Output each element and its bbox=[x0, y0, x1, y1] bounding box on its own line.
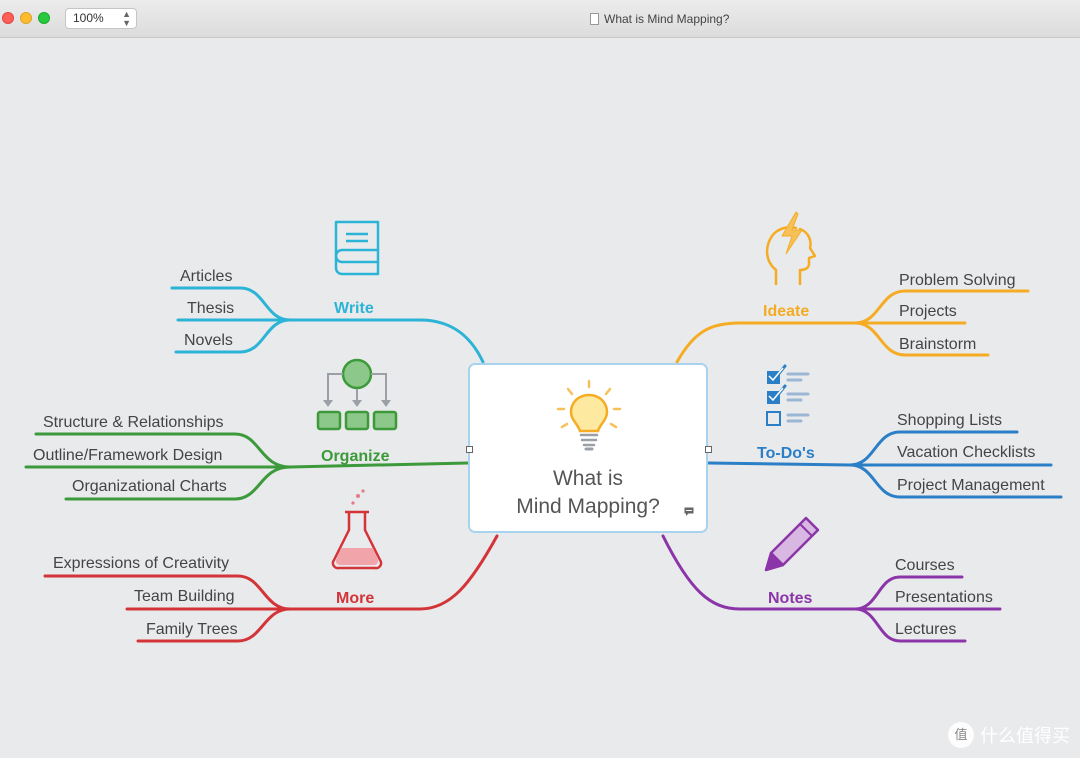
minimize-window-button[interactable] bbox=[20, 12, 32, 24]
watermark-text: 什么值得买 bbox=[980, 726, 1070, 746]
book-icon bbox=[334, 220, 380, 276]
pencil-icon bbox=[764, 516, 820, 572]
branch-write[interactable] bbox=[170, 286, 485, 364]
topic-expressions-of-creativity[interactable]: Expressions of Creativity bbox=[53, 555, 230, 572]
head-lightning-icon bbox=[765, 211, 817, 286]
zoom-stepper-icon[interactable]: ▲▼ bbox=[122, 9, 131, 28]
topic-presentations[interactable]: Presentations bbox=[895, 589, 993, 606]
topic-lectures[interactable]: Lectures bbox=[895, 621, 957, 638]
right-connection-handle[interactable] bbox=[705, 446, 712, 453]
topic-thesis[interactable]: Thesis bbox=[187, 300, 235, 317]
branch-todos[interactable] bbox=[706, 430, 1063, 499]
topic-problem-solving[interactable]: Problem Solving bbox=[899, 272, 1016, 289]
category-todos[interactable]: To-Do's bbox=[757, 445, 815, 462]
flask-icon bbox=[331, 489, 383, 570]
central-topic-line-2: Mind Mapping? bbox=[516, 495, 660, 518]
category-notes[interactable]: Notes bbox=[768, 590, 813, 607]
watermark: 值 什么值得买 bbox=[948, 722, 1070, 748]
zoom-value: 100% bbox=[73, 11, 104, 25]
topic-shopping-lists[interactable]: Shopping Lists bbox=[897, 412, 1002, 429]
central-topic-text: What is Mind Mapping? bbox=[470, 465, 706, 521]
left-connection-handle[interactable] bbox=[466, 446, 473, 453]
category-write[interactable]: Write bbox=[334, 300, 374, 317]
central-topic-line-1: What is bbox=[552, 467, 623, 490]
mind-map-canvas bbox=[24, 211, 1063, 643]
maximize-window-button[interactable] bbox=[38, 12, 50, 24]
topic-novels[interactable]: Novels bbox=[184, 332, 233, 349]
window-title: What is Mind Mapping? bbox=[590, 11, 729, 27]
topic-project-management[interactable]: Project Management bbox=[897, 477, 1045, 494]
category-more[interactable]: More bbox=[336, 590, 375, 607]
zoom-select[interactable]: 100% ▲▼ bbox=[65, 8, 137, 29]
note-icon[interactable] bbox=[684, 507, 694, 516]
topic-courses[interactable]: Courses bbox=[895, 557, 955, 574]
branch-organize[interactable] bbox=[24, 432, 470, 501]
close-window-button[interactable] bbox=[2, 12, 14, 24]
watermark-logo-icon: 值 bbox=[948, 722, 974, 748]
document-icon bbox=[590, 13, 599, 25]
branch-notes[interactable] bbox=[661, 534, 1002, 643]
lightbulb-icon bbox=[556, 379, 622, 451]
branch-ideate[interactable] bbox=[675, 289, 1030, 364]
central-topic[interactable]: What is Mind Mapping? bbox=[468, 363, 708, 533]
topic-organizational-charts[interactable]: Organizational Charts bbox=[72, 478, 227, 495]
checklist-icon bbox=[766, 364, 810, 426]
topic-projects[interactable]: Projects bbox=[899, 303, 957, 320]
topic-outline-framework-design[interactable]: Outline/Framework Design bbox=[33, 447, 223, 464]
title-bar: 100% ▲▼ What is Mind Mapping? bbox=[0, 0, 1080, 38]
topic-family-trees[interactable]: Family Trees bbox=[146, 621, 238, 638]
topic-articles[interactable]: Articles bbox=[180, 268, 233, 285]
category-organize[interactable]: Organize bbox=[321, 448, 390, 465]
topic-vacation-checklists[interactable]: Vacation Checklists bbox=[897, 444, 1036, 461]
category-ideate[interactable]: Ideate bbox=[763, 303, 810, 320]
window-title-text: What is Mind Mapping? bbox=[604, 12, 730, 26]
topic-structure-relationships[interactable]: Structure & Relationships bbox=[43, 414, 224, 431]
topic-team-building[interactable]: Team Building bbox=[134, 588, 235, 605]
branch-more[interactable] bbox=[43, 534, 499, 643]
topic-brainstorm[interactable]: Brainstorm bbox=[899, 336, 977, 353]
org-chart-icon bbox=[316, 358, 398, 431]
